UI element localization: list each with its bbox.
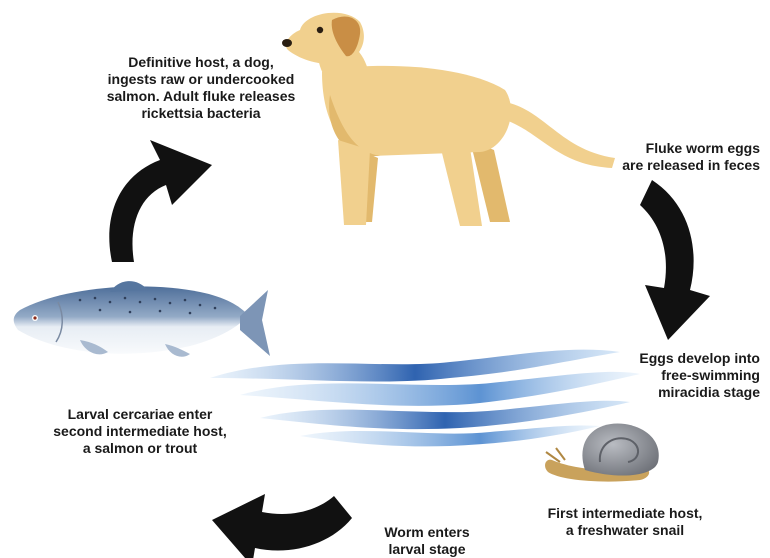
label-definitive-host-dog: Definitive host, a dog, ingests raw or u… xyxy=(60,54,342,122)
label-miracidia-stage: Eggs develop into free-swimming miracidi… xyxy=(580,350,760,401)
label-line: Worm enters xyxy=(372,524,482,541)
label-line: larval stage xyxy=(372,541,482,558)
label-line: rickettsia bacteria xyxy=(60,105,342,122)
label-line: First intermediate host, xyxy=(515,505,735,522)
label-second-intermediate-host-salmon: Larval cercariae enter second intermedia… xyxy=(40,406,240,457)
label-line: Definitive host, a dog, xyxy=(60,54,342,71)
label-line: a salmon or trout xyxy=(40,440,240,457)
label-line: a freshwater snail xyxy=(515,522,735,539)
label-line: second intermediate host, xyxy=(40,423,240,440)
label-line: free-swimming xyxy=(580,367,760,384)
cycle-arrow-icon xyxy=(109,140,710,558)
label-line: Fluke worm eggs xyxy=(560,140,760,157)
label-line: Larval cercariae enter xyxy=(40,406,240,423)
label-line: Eggs develop into xyxy=(580,350,760,367)
label-line: ingests raw or undercooked xyxy=(60,71,342,88)
label-line: salmon. Adult fluke releases xyxy=(60,88,342,105)
label-first-intermediate-host-snail: First intermediate host, a freshwater sn… xyxy=(515,505,735,539)
label-eggs-in-feces: Fluke worm eggs are released in feces xyxy=(560,140,760,174)
label-larval-stage: Worm enters larval stage xyxy=(372,524,482,558)
label-line: miracidia stage xyxy=(580,384,760,401)
water-waves-icon xyxy=(210,350,640,447)
salmon-icon xyxy=(14,281,270,357)
label-line: are released in feces xyxy=(560,157,760,174)
